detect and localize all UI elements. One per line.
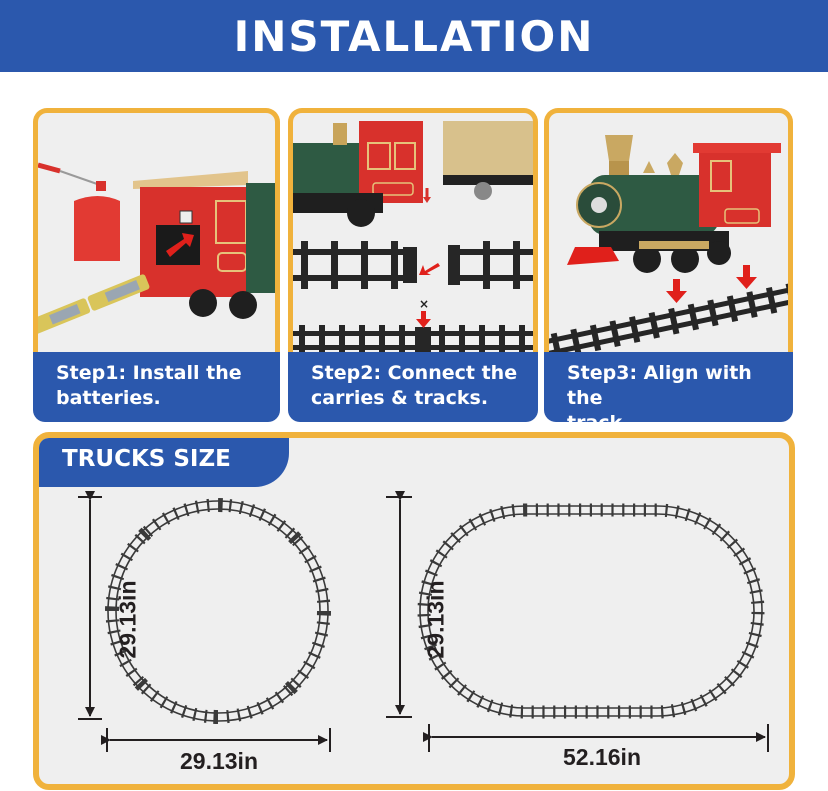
step-1-title: Step1: Install the [56,362,242,384]
step-2-panel: × Step2: Connect the carries & tracks. [288,108,538,422]
step-3-panel: Step3: Align with the track. [544,108,793,434]
oval-width-label: 52.16in [563,744,641,770]
step-2-description: carries & tracks. [311,387,489,409]
installation-banner: INSTALLATION [0,0,828,72]
trucks-size-panel: TRUCKS SIZE 29.13in 29.13in 29.13in 52.1… [33,432,795,790]
circle-height-label: 29.13in [114,580,141,659]
step-2-title: Step2: Connect the [311,362,518,384]
step-1-description: batteries. [56,387,161,409]
circle-track-icon [105,498,331,724]
step-1-panel: Step1: Install the batteries. [33,108,280,422]
step-3-image [544,108,793,358]
step-3-title: Step3: Align with the [567,362,752,409]
page-title: INSTALLATION [233,11,595,61]
step-3-caption: Step3: Align with the track. [544,352,793,434]
circle-width-label: 29.13in [180,748,258,774]
track-layout-diagrams [78,491,769,752]
connect-tracks-illustration-icon: × [293,121,533,355]
step-1-image [33,108,280,358]
trucks-size-title: TRUCKS SIZE [39,438,289,487]
step-2-caption: Step2: Connect the carries & tracks. [288,352,538,422]
step-2-image: × [288,108,538,358]
oval-track-icon [417,503,765,719]
step-3-description: track. [567,412,630,434]
svg-text:×: × [419,297,429,311]
step-1-caption: Step1: Install the batteries. [33,352,280,422]
oval-height-label: 29.13in [422,580,449,659]
battery-illustration-icon [38,162,275,334]
locomotive-align-illustration-icon [549,135,788,358]
